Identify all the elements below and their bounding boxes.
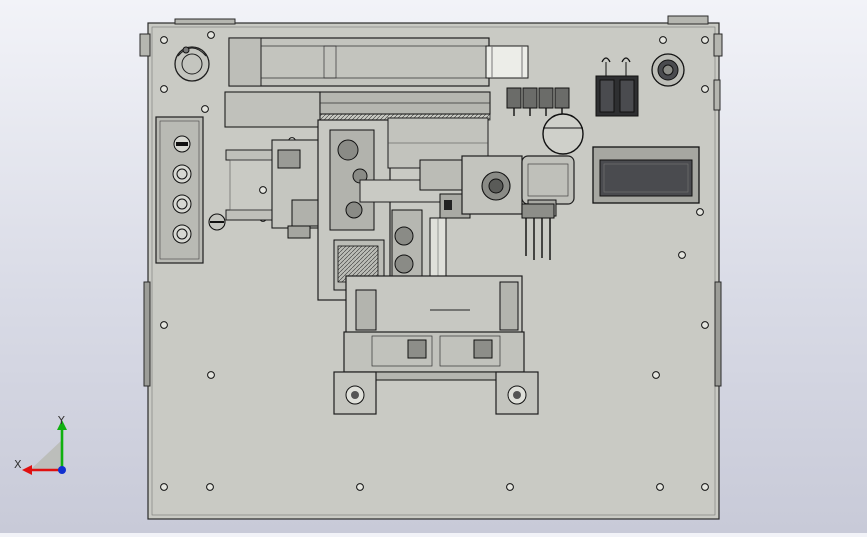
screw-hole xyxy=(259,186,267,194)
screw-hole xyxy=(701,321,709,329)
screw-hole xyxy=(160,483,168,491)
panel-button-2 xyxy=(172,194,192,214)
guide-rail-upper xyxy=(224,91,491,128)
xyz-axis-triad-icon: X Y xyxy=(14,414,67,475)
screw-hole xyxy=(207,31,215,39)
base-plate-inner-edge xyxy=(151,26,716,516)
screw-hole xyxy=(160,85,168,93)
screw-hole xyxy=(201,105,209,113)
right-foot-block xyxy=(495,371,539,415)
round-gauge xyxy=(542,113,584,155)
left-thumb-knob xyxy=(208,213,226,231)
right-mid-tab xyxy=(713,79,721,111)
sensor-connector-row xyxy=(506,87,570,116)
terminal-block xyxy=(595,57,639,117)
screw-hole xyxy=(356,483,364,491)
screw-hole xyxy=(656,483,664,491)
top-edge-tab-left xyxy=(174,18,236,25)
screw-hole xyxy=(160,36,168,44)
left-top-tab xyxy=(139,33,151,57)
left-side-handle xyxy=(143,281,151,387)
screw-hole xyxy=(206,483,214,491)
left-horizontal-slide xyxy=(225,139,323,239)
screw-hole xyxy=(701,36,709,44)
triad-x-label: X xyxy=(14,458,22,471)
screw-hole xyxy=(701,85,709,93)
left-control-panel xyxy=(155,116,204,264)
panel-button-1 xyxy=(172,164,192,184)
top-left-rotary-unit xyxy=(174,46,210,82)
screw-hole xyxy=(696,208,704,216)
top-edge-tab-right xyxy=(667,15,709,25)
screw-hole xyxy=(207,371,215,379)
left-foot-block xyxy=(333,371,377,415)
cable-leads xyxy=(521,203,555,260)
screw-hole xyxy=(659,36,667,44)
screw-hole xyxy=(701,483,709,491)
top-linear-rail xyxy=(228,37,529,87)
panel-button-3 xyxy=(172,224,192,244)
screw-hole xyxy=(506,483,514,491)
screw-hole xyxy=(678,251,686,259)
triad-y-label: Y xyxy=(57,414,65,427)
lower-fixture xyxy=(333,275,535,381)
panel-knob-top xyxy=(173,135,191,153)
control-panel-inner xyxy=(159,120,200,260)
right-top-tab xyxy=(713,33,723,57)
digital-display xyxy=(592,146,700,204)
screw-hole xyxy=(652,371,660,379)
right-actuator-motor xyxy=(461,155,575,217)
right-side-handle xyxy=(714,281,722,387)
screw-hole xyxy=(160,321,168,329)
top-right-rotary-knob xyxy=(651,53,685,87)
